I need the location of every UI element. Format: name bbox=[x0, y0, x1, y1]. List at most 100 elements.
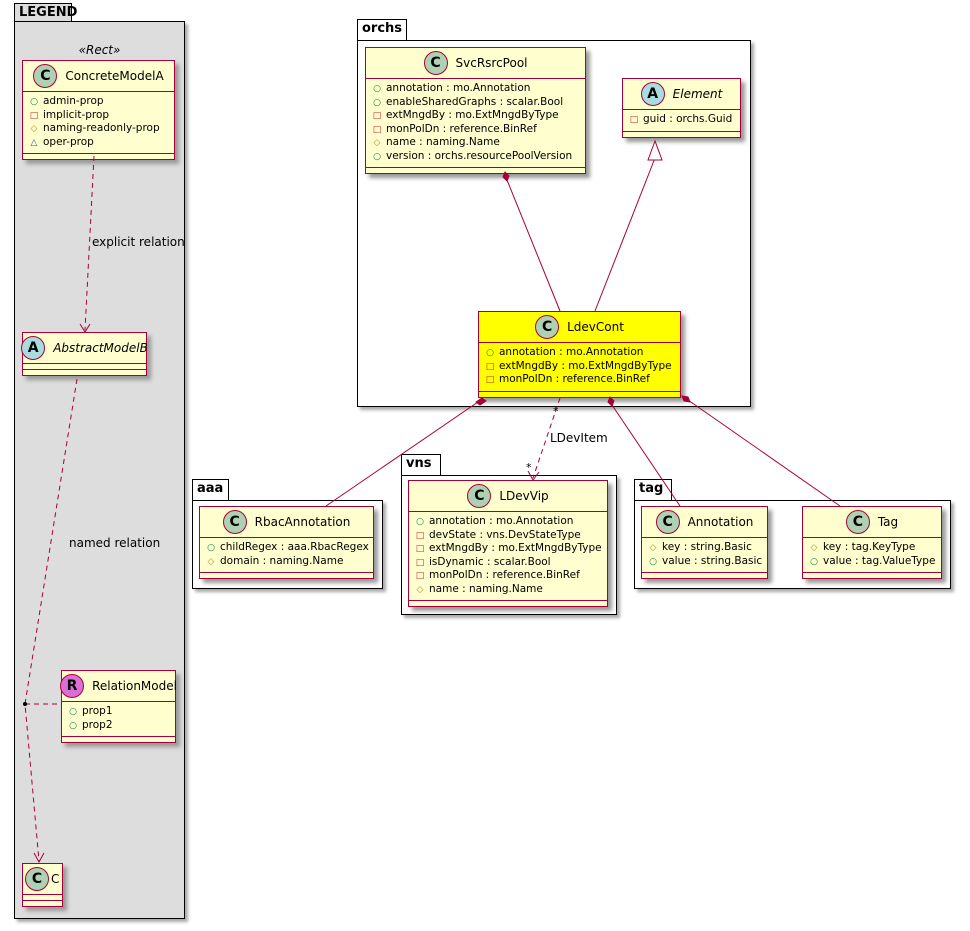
class-name: Annotation bbox=[687, 515, 754, 529]
class-name: LdevCont bbox=[567, 320, 624, 334]
private-visibility-icon: □ bbox=[372, 124, 382, 135]
composition-line-tag bbox=[687, 399, 841, 507]
class-attributes: ◇key : tag.KeyType○value : tag.ValueType bbox=[803, 538, 941, 573]
class-attribute: ○childRegex : aaa.RbacRegex bbox=[206, 541, 369, 555]
class-type-a-icon: A bbox=[21, 336, 46, 360]
package-tab-aaa: aaa bbox=[192, 479, 229, 501]
attribute-text: extMngdBy : mo.ExtMngdByType bbox=[429, 542, 602, 554]
attribute-text: implicit-prop bbox=[43, 108, 110, 121]
class-name: ConcreteModelA bbox=[65, 69, 164, 83]
attribute-text: admin-prop bbox=[43, 95, 104, 107]
multiplicity-target: * bbox=[526, 461, 532, 474]
class-attribute: ◇key : string.Basic bbox=[648, 541, 761, 555]
public-visibility-icon: ○ bbox=[373, 97, 381, 108]
inheritance-triangle-icon bbox=[647, 139, 663, 161]
private-visibility-icon: □ bbox=[485, 375, 495, 385]
multiplicity-source: * bbox=[553, 405, 559, 418]
package-tab-legend: LEGEND bbox=[14, 3, 77, 22]
class-attribute: □ extMngdBy : mo.ExtMngdByType bbox=[415, 542, 602, 556]
explicit-relation-label: explicit relation bbox=[92, 235, 185, 249]
attribute-text: isDynamic : scalar.Bool bbox=[429, 555, 551, 568]
class-attributes: ○annotation : mo.Annotation○enableShared… bbox=[366, 79, 585, 168]
named-relation-line bbox=[24, 378, 78, 862]
composition-diamond-icon bbox=[607, 396, 615, 407]
attribute-text: prop1 bbox=[82, 705, 113, 717]
public-visibility-icon: ○ bbox=[649, 556, 657, 567]
class-attribute: ◇ domain : naming.Name bbox=[206, 555, 367, 569]
arrow-head-icon bbox=[33, 852, 45, 864]
class-attributes bbox=[23, 364, 146, 370]
class-attribute: ○ value : string.Basic bbox=[648, 554, 763, 569]
class-header: C LdevCont bbox=[479, 312, 680, 343]
private-visibility-icon: □ bbox=[372, 111, 382, 121]
class-name: RelationModel bbox=[92, 679, 177, 693]
protected-visibility-icon: ◇ bbox=[207, 556, 215, 567]
class-attribute: ◇ name : naming.Name bbox=[372, 136, 579, 150]
attribute-text: name : naming.Name bbox=[386, 136, 500, 148]
class-attributes: ○annotation : mo.Annotation□devState : v… bbox=[409, 512, 607, 601]
class-attribute: ○admin-prop bbox=[29, 95, 168, 109]
arrow-head-icon bbox=[527, 470, 540, 481]
private-visibility-icon: □ bbox=[415, 530, 425, 541]
protected-visibility-icon: ◇ bbox=[373, 138, 381, 148]
attribute-text: value : string.Basic bbox=[662, 554, 763, 567]
class-attribute: ○ prop1 bbox=[68, 705, 169, 719]
public-visibility-icon: ○ bbox=[373, 84, 381, 94]
public-visibility-icon: ○ bbox=[69, 707, 77, 717]
composition-diamond-icon bbox=[502, 171, 510, 182]
inheritance-line-element bbox=[594, 157, 656, 312]
legend-stereotype: «Rect» bbox=[78, 43, 121, 57]
class-attribute: ○annotation : mo.Annotation bbox=[372, 82, 579, 96]
public-visibility-icon: ○ bbox=[373, 151, 381, 162]
class-attribute: □ guid : orchs.Guid bbox=[629, 113, 734, 127]
class-attribute: ◇naming-readonly-prop bbox=[29, 122, 168, 136]
attribute-text: name : naming.Name bbox=[429, 582, 543, 595]
class-attributes: ○prop1○prop2 bbox=[62, 702, 175, 737]
class-type-r-icon: R bbox=[60, 674, 85, 698]
public-visibility-icon: ○ bbox=[416, 517, 424, 527]
attribute-text: guid : orchs.Guid bbox=[643, 113, 733, 125]
class-attribute: □extMngdBy : mo.ExtMngdByType bbox=[485, 360, 674, 374]
class-type-c-icon: C bbox=[535, 315, 560, 339]
attribute-text: value : tag.ValueType bbox=[823, 554, 936, 567]
attribute-text: extMngdBy : mo.ExtMngdByType bbox=[499, 359, 672, 372]
class-type-c-icon: C bbox=[222, 510, 247, 534]
composition-line-rbacannotation bbox=[325, 401, 479, 507]
attribute-text: monPolDn : reference.BinRef bbox=[386, 122, 537, 135]
attribute-text: extMngdBy : mo.ExtMngdByType bbox=[386, 109, 559, 121]
class-header: R RelationModel bbox=[60, 671, 177, 702]
class-name: C bbox=[51, 872, 60, 886]
class-attribute: ○enableSharedGraphs : scalar.Bool bbox=[372, 96, 579, 110]
class-attribute: ○value : tag.ValueType bbox=[809, 555, 935, 569]
private-visibility-icon: □ bbox=[415, 544, 425, 554]
class-attributes: ○childRegex : aaa.RbacRegex◇ domain : nam… bbox=[200, 538, 373, 573]
composition-line-annotation bbox=[611, 404, 681, 507]
protected-visibility-icon: ◇ bbox=[649, 543, 657, 553]
attribute-text: domain : naming.Name bbox=[220, 554, 344, 567]
private-visibility-icon: □ bbox=[629, 115, 639, 125]
class-attribute: ○annotation : mo.Annotation bbox=[485, 346, 674, 360]
ldevitem-label: LDevItem bbox=[550, 431, 608, 445]
class-attribute: ○annotation : mo.Annotation bbox=[415, 515, 601, 529]
attribute-text: monPolDn : reference.BinRef bbox=[429, 569, 580, 581]
class-name: Tag bbox=[877, 515, 899, 529]
